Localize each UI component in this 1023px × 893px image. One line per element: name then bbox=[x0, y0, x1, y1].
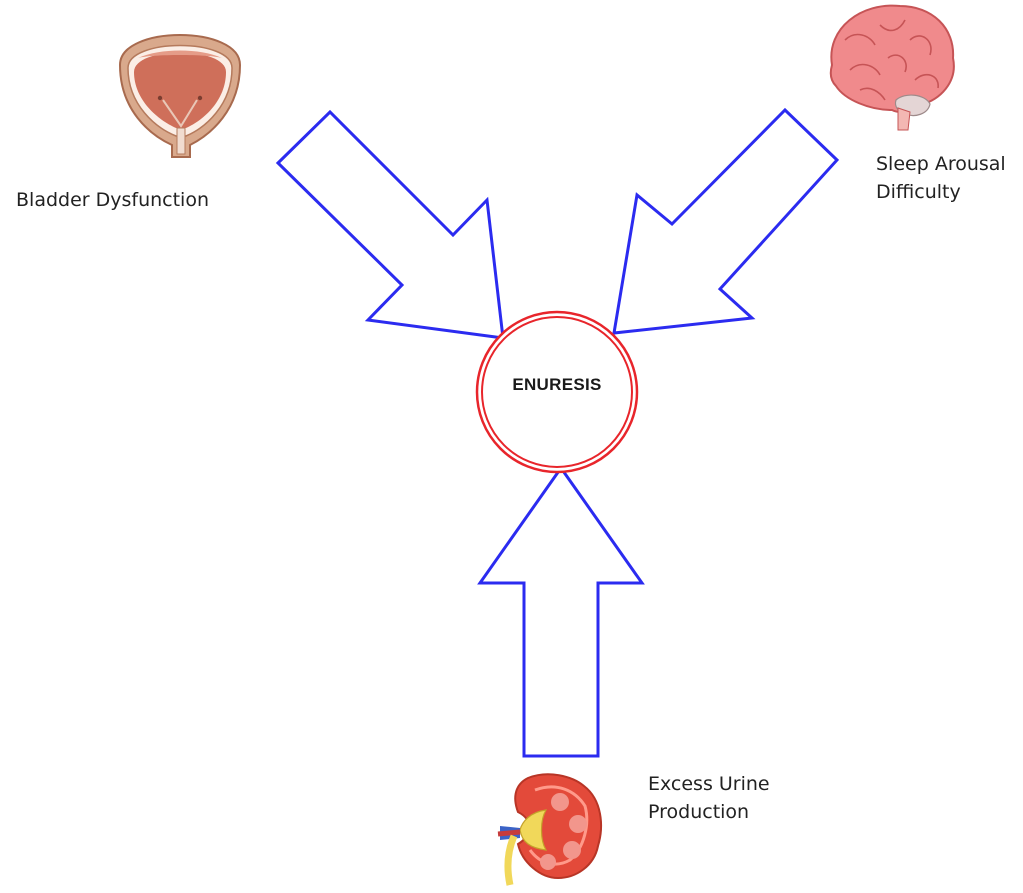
sleep-arousal-line-1: Sleep Arousal bbox=[876, 150, 1006, 178]
kidney-icon bbox=[498, 774, 601, 885]
arrow-urine-to-enuresis bbox=[480, 468, 642, 756]
enuresis-label: ENURESIS bbox=[476, 375, 638, 395]
arrow-sleep-to-enuresis bbox=[614, 110, 837, 333]
excess-urine-label: Excess Urine Production bbox=[648, 770, 770, 826]
sleep-arousal-line-2: Difficulty bbox=[876, 178, 1006, 206]
excess-urine-line-2: Production bbox=[648, 798, 770, 826]
sleep-arousal-label: Sleep Arousal Difficulty bbox=[876, 150, 1006, 206]
bladder-dysfunction-text: Bladder Dysfunction bbox=[16, 186, 209, 214]
excess-urine-line-1: Excess Urine bbox=[648, 770, 770, 798]
bladder-dysfunction-label: Bladder Dysfunction bbox=[16, 186, 209, 214]
bladder-icon bbox=[120, 35, 240, 157]
brain-icon bbox=[831, 6, 954, 130]
arrow-bladder-to-enuresis bbox=[278, 112, 503, 338]
